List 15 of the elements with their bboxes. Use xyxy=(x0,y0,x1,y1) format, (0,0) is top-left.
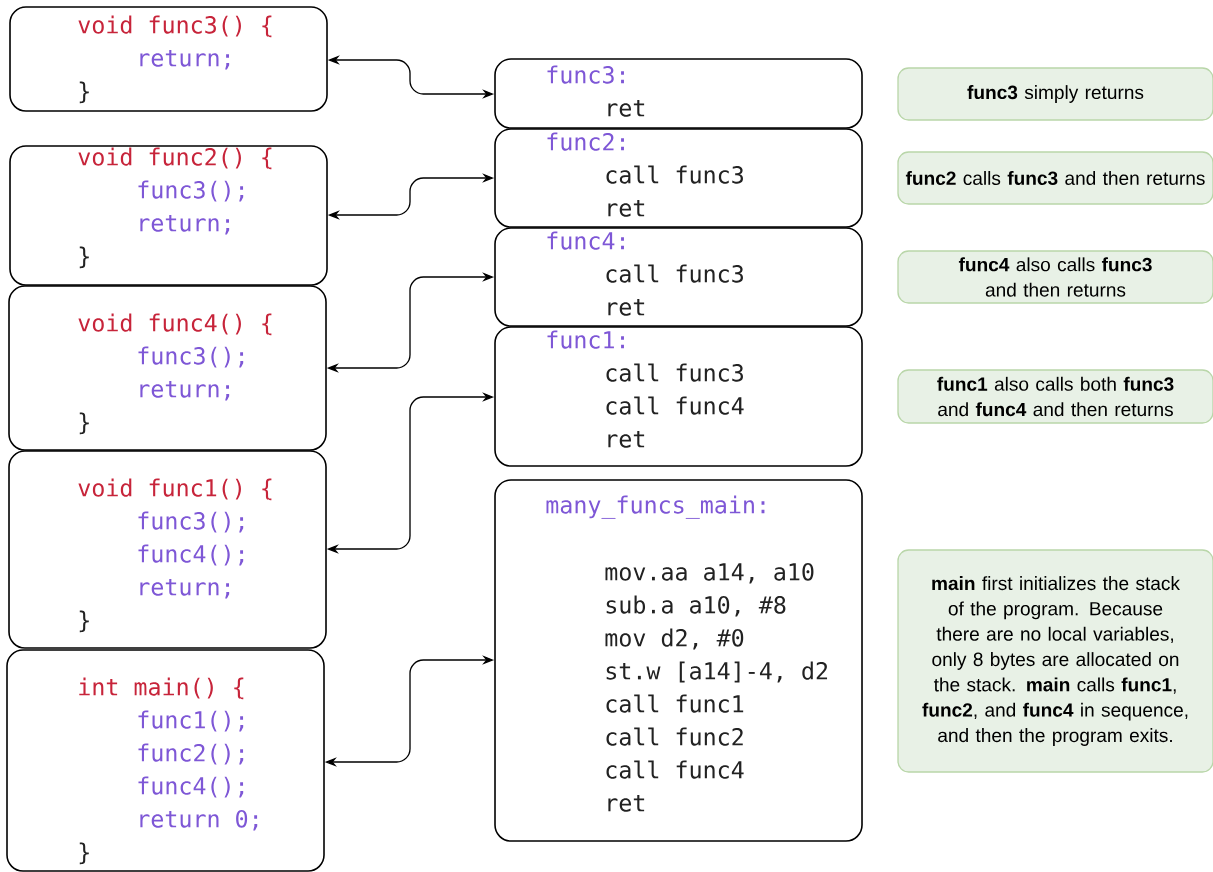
code-box: void func2() { func3(); return; } xyxy=(9,145,328,286)
note-box: func4 also calls func3 and then returns xyxy=(897,250,1213,304)
code-box: int main() { func1(); func2(); func4(); return 0; } xyxy=(6,649,325,872)
note-box: main first initializes the stack of the program. Because there are no local variables, only 8 bytes are allocated on the stack. main calls func1, func2, and func4 in sequence, and then the program exits. xyxy=(897,549,1213,773)
code-box: void func1() { func3(); func4(); return; } xyxy=(8,450,327,649)
note-box: func3 simply returns xyxy=(897,67,1213,121)
code-box: func2: call func3 ret xyxy=(494,128,863,228)
code-box: func4: call func3 ret xyxy=(494,227,863,327)
code-box: void func4() { func3(); return; } xyxy=(8,285,327,451)
code-box: func3: ret xyxy=(494,58,863,129)
code-box: func1: call func3 call func4 ret xyxy=(494,326,863,467)
note-box: func2 calls func3 and then returns xyxy=(897,151,1213,205)
code-box: void func3() { return; } xyxy=(9,6,328,112)
code-box: many_funcs_main: mov.aa a14, a10 sub.a a10, #8 mov d2, #0 st.w [a14]-4, d2 call func1 call func2 call func4 ret xyxy=(494,479,863,842)
note-box: func1 also calls both func3 and func4 and then returns xyxy=(897,369,1213,424)
